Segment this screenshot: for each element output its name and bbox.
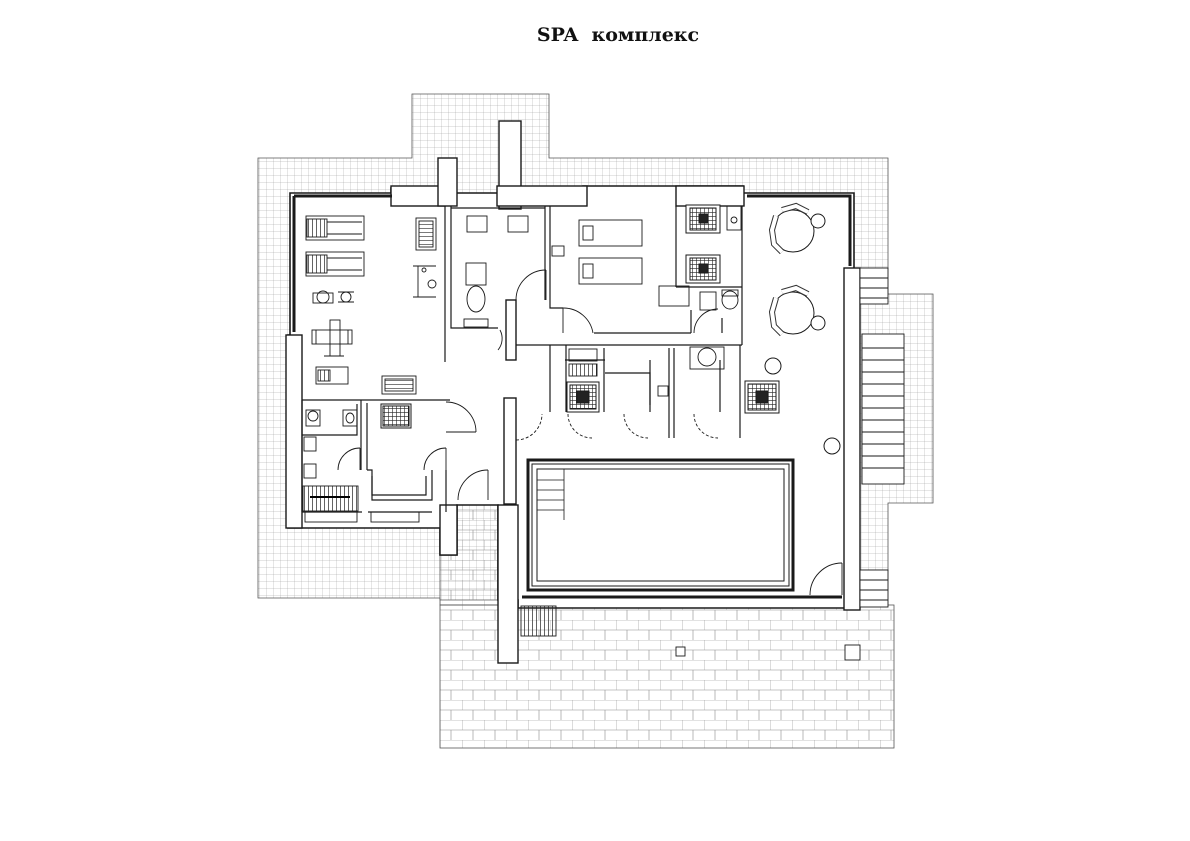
treadmill-icon: [305, 215, 365, 241]
round-sofa-icon: [768, 202, 826, 255]
massage-tables: [551, 219, 690, 307]
relax-area: [764, 202, 841, 455]
lower-terrace-tiles: [439, 504, 895, 749]
swimming-pool: [526, 458, 795, 592]
sink-icon: [699, 291, 717, 311]
sauna-heaters: [380, 204, 780, 429]
weight-bench-icon: [381, 375, 417, 395]
massage-table-icon: [578, 219, 643, 247]
pool-steps-icon: [537, 469, 565, 520]
shower-cubicles: [568, 346, 725, 397]
chair-icon: [507, 215, 529, 233]
shower-grate-icon: [302, 485, 359, 512]
changing-rooms: [302, 409, 420, 523]
cable-machine-icon: [413, 265, 437, 298]
treadmill-icon: [305, 251, 365, 277]
sauna-heater-icon: [380, 403, 412, 429]
round-sofa-icon: [768, 284, 826, 337]
toilet-icon: [342, 409, 358, 427]
sauna-wc: [699, 205, 742, 311]
toilet-icon: [721, 290, 739, 310]
door-swings: [337, 269, 843, 596]
sauna-heater-icon: [685, 204, 721, 234]
weight-bench-icon: [315, 366, 349, 385]
chair-icon: [466, 215, 488, 233]
rack-icon: [415, 217, 437, 251]
exterior-steps: [520, 267, 905, 661]
wc-fixtures: [463, 215, 529, 328]
weight-machine-icon: [311, 319, 353, 357]
structural-walls: [285, 120, 861, 664]
interior-partitions: [301, 206, 743, 513]
exercise-bike-icon: [312, 290, 354, 304]
window-frames: [292, 194, 852, 599]
shower-icon: [697, 347, 717, 367]
sauna-heater-icon: [744, 380, 780, 414]
page-title: SPA комплекс: [536, 24, 700, 46]
toilet-icon: [305, 409, 321, 427]
bench-icon: [520, 605, 557, 637]
toilet-icon: [465, 262, 487, 313]
massage-table-icon: [578, 257, 643, 285]
sauna-heater-icon: [685, 254, 721, 284]
sauna-heater-icon: [566, 381, 600, 413]
gym-equipment: [305, 215, 437, 395]
